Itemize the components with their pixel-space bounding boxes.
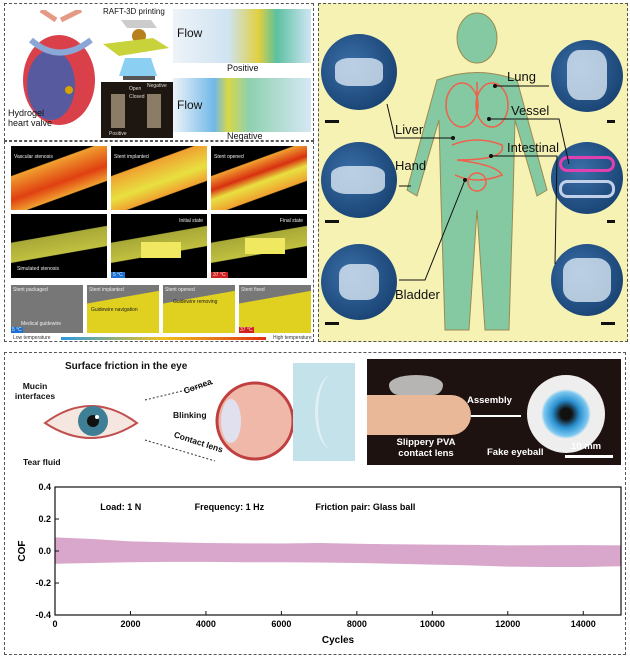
stent-photo-1: Vascular stenosis xyxy=(11,146,107,210)
cof-chart: 0 2000 4000 6000 8000 10000 12000 14000 0.4 0.2 0.… xyxy=(17,482,622,646)
scale-bar-label: 10 mm xyxy=(571,441,602,452)
lens-assembly-photo: Slippery PVA contact lens Assembly Fake … xyxy=(367,359,621,465)
vessel-label: Vessel xyxy=(511,103,550,118)
lung-label: Lung xyxy=(507,69,536,84)
x-tick-label: 6000 xyxy=(271,619,291,629)
x-tick-label: 12000 xyxy=(495,619,520,629)
x-tick-label: 8000 xyxy=(347,619,367,629)
y-tick-label: -0.2 xyxy=(35,578,51,588)
heart-illustration xyxy=(23,10,95,125)
y-tick-label: 0.0 xyxy=(38,546,51,556)
positive-label: Positive xyxy=(227,63,259,73)
bladder-label: Bladder xyxy=(395,287,440,302)
leader-lines xyxy=(386,84,570,281)
valve-inset-photo: Open Closed Negative Positive xyxy=(101,82,173,138)
cof-band xyxy=(55,537,621,567)
x-tick-label: 4000 xyxy=(196,619,216,629)
fake-eyeball-label: Fake eyeball xyxy=(487,447,544,458)
y-tick-label: -0.4 xyxy=(35,610,51,620)
tear-fluid-label: Tear fluid xyxy=(23,457,61,467)
high-temp-label: High temperature xyxy=(273,335,312,341)
intestinal-sample-photo xyxy=(551,244,623,316)
printer-illustration xyxy=(103,20,169,80)
raft-label: RAFT-3D printing xyxy=(103,7,165,16)
mucin-label: Mucin interfaces xyxy=(14,381,56,401)
flow-sim-positive xyxy=(173,9,311,63)
chart-annotation: Frequency: 1 Hz xyxy=(195,502,265,512)
low-temp-label: Low temperature xyxy=(13,335,51,341)
stent-panel: Vascular stenosis Stent implanted Stent … xyxy=(4,141,314,342)
eye-cross-section xyxy=(144,381,295,462)
x-tick-label: 14000 xyxy=(571,619,596,629)
liver-label: Liver xyxy=(395,122,424,137)
assembly-label: Assembly xyxy=(467,395,512,406)
eye-panel-title: Surface friction in the eye xyxy=(65,361,188,372)
human-body-silhouette xyxy=(406,12,548,331)
liver-sample-photo xyxy=(321,34,397,110)
x-tick-label: 2000 xyxy=(120,619,140,629)
x-tick-label: 0 xyxy=(52,619,57,629)
y-axis-label: COF xyxy=(17,540,28,561)
blinking-label: Blinking xyxy=(173,410,207,420)
hydrogel-valve-label: Hydrogel heart valve xyxy=(8,108,53,128)
x-axis-label: Cycles xyxy=(322,635,355,646)
bladder-sample-photo xyxy=(321,244,397,320)
chart-annotation: Load: 1 N xyxy=(100,502,141,512)
temperature-gradient-arrow xyxy=(61,337,266,340)
stent-photo-2: Stent implanted xyxy=(111,146,207,210)
stent-photo-4: Simulated stenosis xyxy=(11,214,107,278)
flow-sim-negative xyxy=(173,78,311,132)
eye-illustration xyxy=(43,405,139,439)
contact-lens-closeup xyxy=(293,363,355,461)
negative-label: Negative xyxy=(227,131,263,141)
x-tick-label: 10000 xyxy=(420,619,445,629)
eye-friction-panel: Surface friction in the eye Mucin interf… xyxy=(4,352,626,655)
heart-valve-panel: Hydrogel heart valve Open Closed Negativ… xyxy=(4,3,314,141)
y-tick-label: 0.2 xyxy=(38,514,51,524)
vessel-sample-photo xyxy=(551,142,623,214)
stent-photo-3: Stent opened xyxy=(211,146,307,210)
organ-panel: Lung Vessel Liver Intestinal Hand Bladde… xyxy=(318,3,628,342)
flow-label-positive: Flow xyxy=(177,26,203,40)
scale-bar xyxy=(565,455,613,458)
y-tick-label: 0.4 xyxy=(38,482,51,492)
slippery-lens-label: Slippery PVA contact lens xyxy=(396,437,456,459)
hand-sample-photo xyxy=(321,142,397,218)
flow-label-negative: Flow xyxy=(177,98,203,112)
chart-annotation: Friction pair: Glass ball xyxy=(315,502,415,512)
hand-label: Hand xyxy=(395,158,427,173)
lung-sample-photo xyxy=(551,40,623,112)
intestinal-label: Intestinal xyxy=(507,140,560,155)
